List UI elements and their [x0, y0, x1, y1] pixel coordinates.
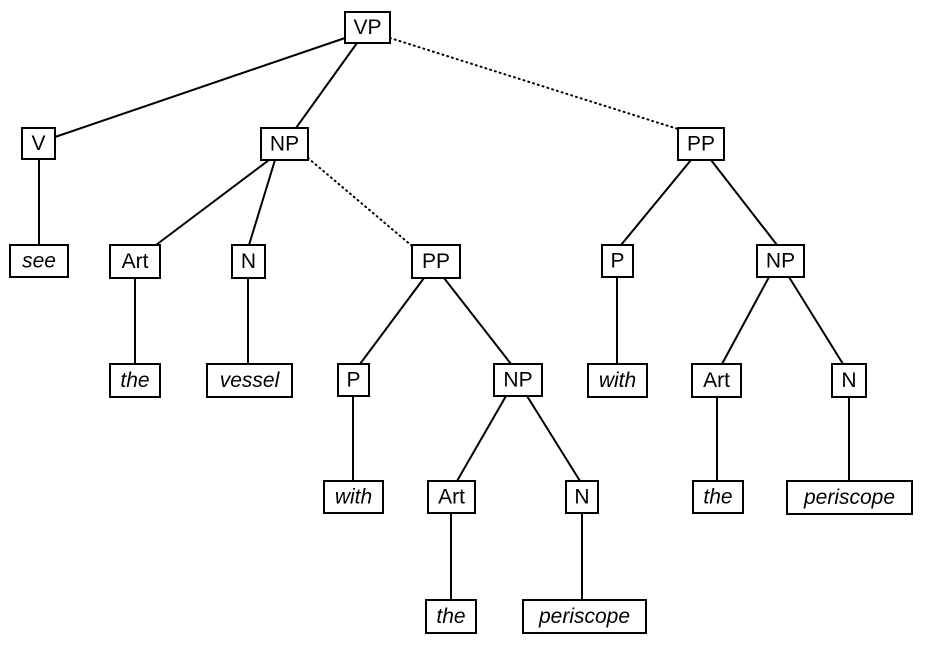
node-box-n1 — [231, 244, 266, 279]
tree-node-see: see — [9, 244, 69, 278]
node-box-v — [21, 127, 56, 160]
node-box-vessel — [206, 363, 293, 398]
node-label-art_right: Art — [703, 369, 730, 392]
tree-node-the_mid: the — [425, 599, 477, 634]
node-label-pp_right: PP — [687, 133, 715, 156]
tree-node-with_right: with — [587, 363, 648, 398]
node-label-art1: Art — [122, 250, 149, 273]
node-box-np_mid — [493, 363, 543, 397]
node-label-vessel: vessel — [220, 369, 281, 392]
tree-edge-vp-np1 — [295, 42, 358, 129]
node-box-pp_right — [677, 127, 725, 161]
node-box-p_mid — [337, 363, 370, 397]
node-label-art_mid: Art — [438, 486, 465, 509]
tree-edge-np_right-n_right — [788, 276, 844, 365]
tree-node-art_mid: Art — [427, 480, 476, 514]
node-label-with_right: with — [599, 369, 636, 392]
tree-edge-np_mid-n_mid — [526, 395, 581, 482]
tree-edge-vp-v — [54, 37, 346, 138]
tree-edge-np_mid-art_mid — [456, 395, 507, 482]
tree-node-the_right: the — [692, 480, 744, 514]
tree-node-v: V — [21, 127, 56, 160]
node-box-periscope_mid — [522, 599, 647, 634]
node-box-np_right — [756, 244, 805, 278]
tree-node-np_mid: NP — [493, 363, 543, 397]
tree-edge-np1-art1 — [155, 159, 270, 246]
node-label-p_right: P — [610, 250, 624, 273]
node-label-periscope_r: periscope — [803, 486, 895, 509]
tree-node-with_mid: with — [323, 480, 384, 514]
tree-node-the1: the — [109, 363, 161, 398]
tree-edge-np_right-art_right — [721, 276, 770, 365]
tree-node-np_right: NP — [756, 244, 805, 278]
tree-node-n_right: N — [831, 363, 867, 398]
node-box-see — [9, 244, 69, 278]
tree-node-art_right: Art — [691, 363, 742, 398]
edges-layer — [38, 37, 850, 600]
node-label-np_right: NP — [766, 250, 795, 273]
node-label-the_right: the — [703, 486, 732, 509]
node-label-np_mid: NP — [503, 369, 532, 392]
node-box-art_mid — [427, 480, 476, 514]
node-label-n1: N — [241, 250, 256, 273]
node-box-n_mid — [565, 480, 599, 514]
tree-edge-pp_mid-p_mid — [359, 277, 425, 365]
node-label-np1: NP — [270, 133, 299, 156]
tree-node-vp: VP — [344, 11, 391, 44]
tree-node-periscope_mid: periscope — [522, 599, 647, 634]
node-label-see: see — [22, 250, 56, 273]
tree-node-np1: NP — [260, 127, 309, 161]
node-label-the1: the — [120, 369, 149, 392]
tree-node-n_mid: N — [565, 480, 599, 514]
node-box-the_right — [692, 480, 744, 514]
node-label-p_mid: P — [346, 369, 360, 392]
node-box-with_right — [587, 363, 648, 398]
node-box-periscope_r — [786, 480, 913, 515]
node-box-the_mid — [425, 599, 477, 634]
tree-edge-pp_mid-np_mid — [443, 277, 512, 365]
tree-node-n1: N — [231, 244, 266, 279]
node-box-np1 — [260, 127, 309, 161]
node-label-with_mid: with — [335, 486, 372, 509]
node-box-pp_mid — [411, 244, 461, 279]
node-box-vp — [344, 11, 391, 44]
node-label-n_mid: N — [574, 486, 589, 509]
node-label-periscope_mid: periscope — [538, 605, 630, 628]
tree-edge-vp-pp_right — [389, 37, 679, 130]
tree-node-p_mid: P — [337, 363, 370, 397]
tree-node-pp_right: PP — [677, 127, 725, 161]
node-label-v: V — [31, 132, 45, 155]
node-box-n_right — [831, 363, 867, 398]
node-box-art1 — [109, 244, 161, 279]
node-label-vp: VP — [353, 16, 381, 39]
node-label-pp_mid: PP — [422, 250, 450, 273]
node-box-p_right — [601, 244, 634, 278]
tree-node-p_right: P — [601, 244, 634, 278]
node-box-the1 — [109, 363, 161, 398]
node-label-the_mid: the — [436, 605, 465, 628]
node-box-art_right — [691, 363, 742, 398]
node-box-with_mid — [323, 480, 384, 514]
tree-edge-pp_right-p_right — [620, 159, 692, 246]
tree-node-vessel: vessel — [206, 363, 293, 398]
tree-node-pp_mid: PP — [411, 244, 461, 279]
tree-node-periscope_r: periscope — [786, 480, 913, 515]
tree-edge-pp_right-np_right — [710, 159, 778, 246]
tree-edge-np1-pp_mid — [307, 157, 413, 247]
node-label-n_right: N — [841, 369, 856, 392]
tree-edge-np1-n1 — [248, 159, 276, 246]
tree-node-art1: Art — [109, 244, 161, 279]
